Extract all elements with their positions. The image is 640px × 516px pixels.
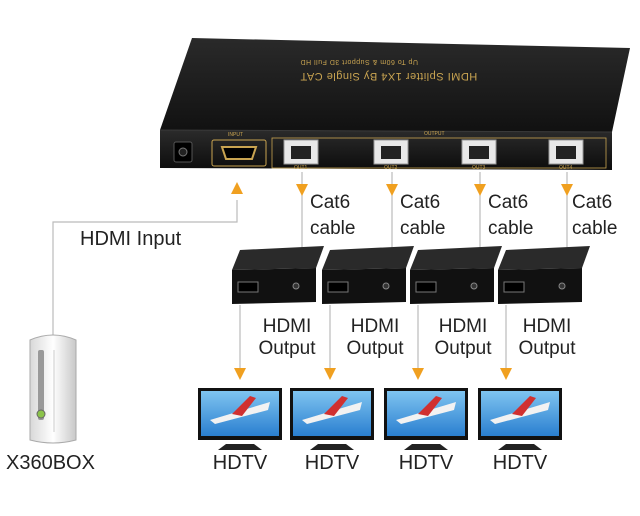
arrow-icon	[412, 368, 424, 380]
input-label: INPUT	[228, 132, 243, 138]
hdmi-input-label: HDMI Input	[80, 228, 182, 250]
rj45-port-2	[373, 139, 409, 165]
hdmi-output-label-2: HDMI Output	[346, 316, 404, 359]
tv-3	[384, 388, 468, 450]
hdmi-output-label-1: HDMI Output	[258, 316, 316, 359]
port-label: OUT4	[559, 165, 573, 171]
receiver-1	[232, 246, 324, 304]
receiver-2	[322, 246, 414, 304]
arrow-icon	[500, 368, 512, 380]
hdtv-label-4: HDTV	[492, 452, 548, 474]
rj45-port-4	[548, 139, 584, 165]
hdmi-output-label-3: HDMI Output	[434, 316, 492, 359]
rj45-port-3	[461, 139, 497, 165]
arrow-icon	[296, 184, 308, 196]
cat6-label-4: Cat6 cable	[572, 192, 618, 239]
rj45-port-1	[283, 139, 319, 165]
hdmi-output-label-4: HDMI Output	[518, 316, 576, 359]
cat6-label-3: Cat6 cable	[488, 192, 534, 239]
arrow-icon	[231, 182, 243, 194]
device-title: HDMI Splitter 1X4 By Single CAT	[300, 70, 478, 82]
output-frame	[271, 137, 607, 169]
port-label: OUT1	[294, 165, 308, 171]
hdtv-label-3: HDTV	[398, 452, 454, 474]
tv-2	[290, 388, 374, 450]
hdtv-label-2: HDTV	[304, 452, 360, 474]
hdtv-label-1: HDTV	[212, 452, 268, 474]
arrow-icon	[234, 368, 246, 380]
hdmi-input-line	[52, 200, 238, 335]
arrow-icon	[474, 184, 486, 196]
arrow-icon	[561, 184, 573, 196]
receiver-4	[498, 246, 590, 304]
port-label: OUT2	[384, 165, 398, 171]
input-frame	[211, 139, 267, 167]
xbox-console	[29, 334, 77, 444]
tv-4	[478, 388, 562, 450]
arrows	[231, 182, 573, 380]
arrow-icon	[386, 184, 398, 196]
output-label: OUTPUT	[424, 131, 445, 137]
port-label: OUT3	[472, 165, 486, 171]
cat6-label-2: Cat6 cable	[400, 192, 446, 239]
receiver-3	[410, 246, 502, 304]
source-label: X360BOX	[6, 452, 95, 474]
cat6-label-1: Cat6 cable	[310, 192, 356, 239]
tv-1	[198, 388, 282, 450]
device-subtitle: Up To 60m & Support 3D Full HD	[300, 58, 418, 65]
hdmi-splitter-device	[159, 38, 630, 170]
hdmi-port	[220, 146, 258, 160]
arrow-icon	[324, 368, 336, 380]
